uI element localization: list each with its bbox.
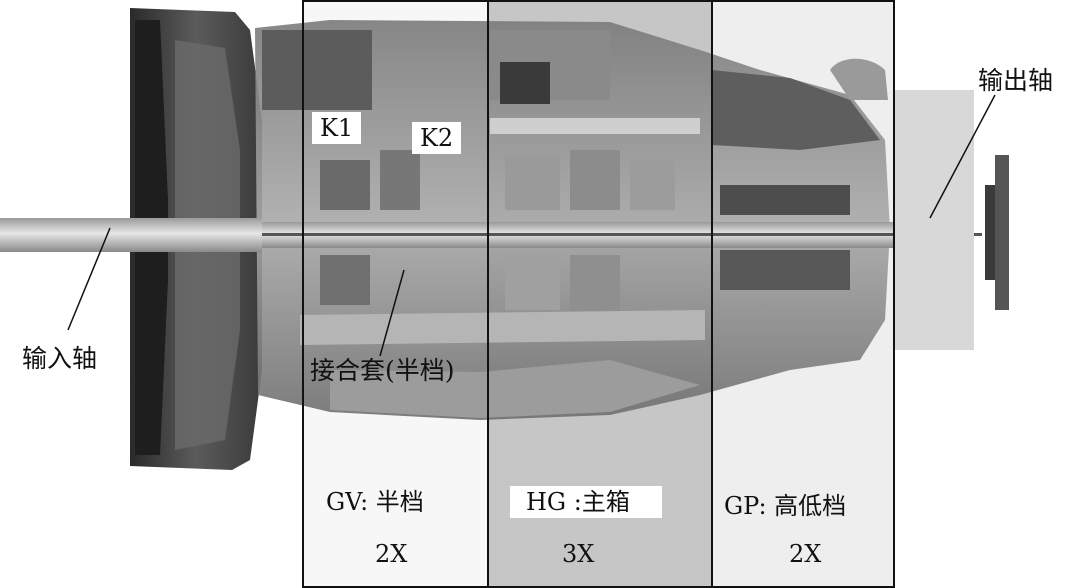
gear-set bbox=[320, 150, 850, 315]
output-shaft-label: 输出轴 bbox=[978, 66, 1054, 95]
section-hg-label: HG :主箱 bbox=[510, 486, 662, 518]
output-flange-housing bbox=[894, 90, 974, 350]
input-shaft-label: 输入轴 bbox=[22, 344, 98, 373]
leader-output-shaft bbox=[929, 94, 996, 219]
clutch-k1-label: K1 bbox=[312, 112, 362, 144]
section-gp-label: GP: 高低档 bbox=[724, 492, 847, 520]
output-flange-plate bbox=[995, 155, 1009, 310]
output-housing-top bbox=[712, 70, 880, 150]
section-hg-ratio: 3X bbox=[562, 540, 595, 568]
control-block bbox=[500, 62, 550, 104]
leader-sleeve bbox=[379, 269, 405, 357]
upper-gear-cluster-gv bbox=[262, 30, 372, 110]
section-gv-label: GV: 半档 bbox=[326, 488, 424, 516]
countershaft bbox=[300, 310, 705, 345]
shift-rail bbox=[490, 118, 700, 134]
oil-pan bbox=[330, 360, 700, 418]
section-gp-ratio: 2X bbox=[789, 540, 822, 568]
clutch-k2-label: K2 bbox=[412, 122, 462, 154]
leader-input-shaft bbox=[67, 227, 111, 331]
input-shaft bbox=[0, 218, 262, 252]
shaft-centerline bbox=[262, 233, 982, 236]
output-ear bbox=[830, 58, 888, 100]
section-gv-ratio: 2X bbox=[375, 540, 408, 568]
sleeve-label: 接合套(半档) bbox=[310, 356, 455, 385]
